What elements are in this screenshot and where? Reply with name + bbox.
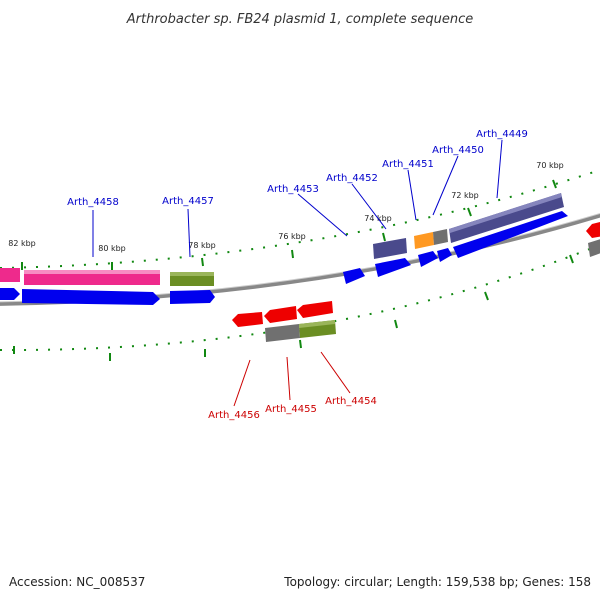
cds-forward-4458 [22, 289, 160, 305]
plasmid-backbone-highlight [0, 212, 600, 303]
cds-forward-4449 [453, 211, 568, 258]
cds-forward-4451 [418, 251, 438, 267]
feature-bar-slate-4453 [373, 238, 407, 259]
feature-bar-gray-right [588, 239, 600, 257]
feature-bar-olive-4454-shine [299, 320, 335, 328]
forward-label-leaders [92, 139, 503, 258]
plasmid-backbone [0, 213, 600, 306]
cds-reverse-4454 [297, 301, 333, 318]
gene-label-arth-4455[interactable]: Arth_4455 [265, 404, 317, 415]
cds-reverse-4455 [264, 306, 297, 323]
outer-feature-ring [0, 193, 564, 286]
gene-label-arth-4457[interactable]: Arth_4457 [162, 196, 214, 207]
reverse-cds-track [232, 222, 600, 327]
tick-label-76kbp: 76 kbp [278, 232, 306, 241]
feature-bar-olive-4457-shine [170, 272, 214, 276]
sequence-summary-text: Topology: circular; Length: 159,538 bp; … [283, 575, 591, 589]
tick-label-70kbp: 70 kbp [536, 161, 564, 170]
gene-label-arth-4453[interactable]: Arth_4453 [267, 184, 319, 195]
feature-bar-pink-4458-shine [24, 270, 160, 274]
gene-label-arth-4456[interactable]: Arth_4456 [208, 410, 260, 421]
inner-major-ticks [13, 254, 574, 361]
feature-bar-pink-left [0, 268, 20, 282]
tick-label-80kbp: 80 kbp [98, 244, 126, 253]
gene-label-arth-4458[interactable]: Arth_4458 [67, 197, 119, 208]
reverse-label-leaders [233, 351, 351, 407]
cds-forward-4453 [343, 268, 365, 284]
tick-label-72kbp: 72 kbp [451, 191, 479, 200]
cds-forward-left [0, 288, 20, 300]
reverse-feature-ring [265, 320, 336, 342]
feature-bar-orange-4451 [414, 232, 434, 249]
tick-label-78kbp: 78 kbp [188, 241, 216, 250]
gene-label-arth-4451[interactable]: Arth_4451 [382, 159, 434, 170]
forward-cds-track [0, 211, 568, 305]
cds-forward-4457 [170, 290, 215, 304]
gene-label-arth-4452[interactable]: Arth_4452 [326, 173, 378, 184]
gene-label-arth-4449[interactable]: Arth_4449 [476, 129, 528, 140]
accession-text: Accession: NC_008537 [9, 575, 145, 589]
feature-bar-slate-4449-shine [449, 193, 562, 233]
outer-major-ticks [21, 179, 557, 270]
tick-label-82kbp: 82 kbp [8, 239, 36, 248]
cds-reverse-right [586, 222, 600, 238]
map-title: Arthrobacter sp. FB24 plasmid 1, complet… [126, 12, 473, 27]
cds-forward-4450 [437, 248, 452, 262]
cds-forward-4452 [375, 258, 411, 277]
feature-bar-gray-4450 [433, 229, 448, 245]
cds-reverse-4456 [232, 312, 263, 327]
feature-bar-gray-4455 [265, 324, 300, 342]
gene-label-arth-4454[interactable]: Arth_4454 [325, 396, 377, 407]
gene-label-arth-4450[interactable]: Arth_4450 [432, 145, 484, 156]
